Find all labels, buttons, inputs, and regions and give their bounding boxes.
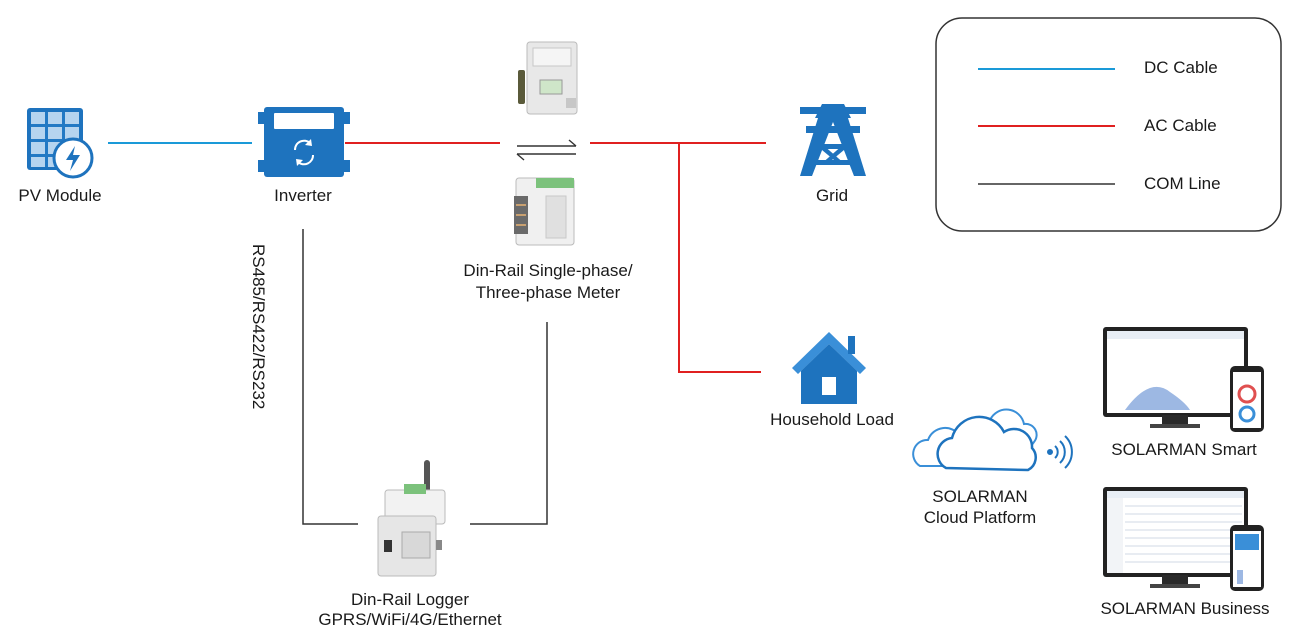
legend-box (935, 17, 1282, 232)
inverter-label: Inverter (274, 186, 332, 205)
bidirectional-arrow-icon (516, 139, 577, 161)
solarman-smart-label: SOLARMAN Smart (1111, 440, 1257, 459)
legend-com-label: COM Line (1144, 174, 1221, 193)
cloud-label-line2: Cloud Platform (923, 508, 1037, 527)
cloud-label-line1: SOLARMAN (932, 487, 1028, 506)
household-load-label: Household Load (770, 410, 894, 429)
connection-protocol-label: RS485/RS422/RS232 (249, 244, 268, 410)
com-line-inverter-logger (302, 229, 358, 525)
monitor-phone-icon-business (1103, 487, 1264, 591)
grid-label: Grid (815, 186, 849, 205)
meter-label-line1: Din-Rail Single-phase/ (463, 261, 633, 280)
ac-cable-household (678, 143, 761, 373)
wifi-signal-icon (1047, 435, 1073, 469)
pv-module-label: PV Module (18, 186, 102, 205)
meter-icon-bottom (514, 177, 575, 246)
logger-icon (377, 460, 446, 577)
legend-dc-label: DC Cable (1144, 58, 1218, 77)
grid-tower-icon (800, 104, 866, 176)
cloud-icon (912, 408, 1038, 472)
monitor-phone-icon-smart (1103, 327, 1264, 432)
logger-label-line1: Din-Rail Logger (350, 590, 470, 609)
solar-panel-icon (27, 108, 94, 179)
meter-icon-top (518, 41, 578, 115)
meter-label-line2: Three-phase Meter (475, 283, 621, 302)
legend-ac-label: AC Cable (1144, 116, 1217, 135)
house-icon (792, 332, 866, 404)
solarman-business-label: SOLARMAN Business (1100, 599, 1270, 618)
com-line-meter-logger (470, 322, 548, 525)
inverter-icon (258, 107, 350, 177)
logger-label-line2: GPRS/WiFi/4G/Ethernet (318, 610, 502, 629)
